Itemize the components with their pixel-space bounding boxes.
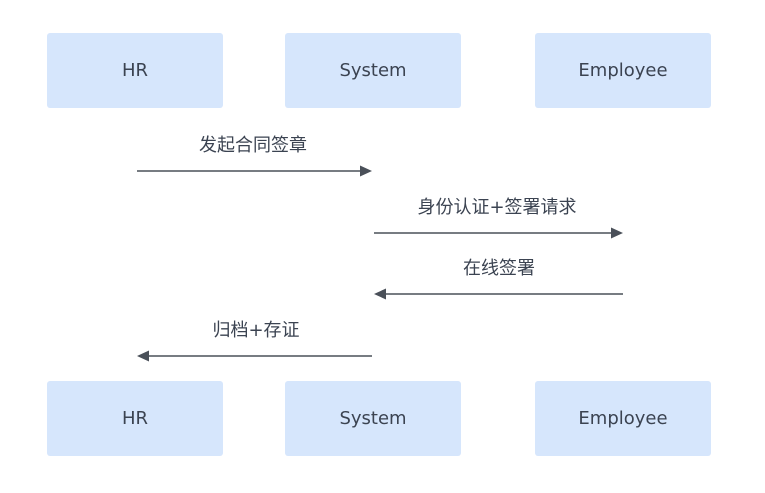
participant-label: System: [339, 60, 407, 81]
participant-hr-top: HR: [47, 33, 223, 108]
participant-hr-bottom: HR: [47, 381, 223, 456]
message-label-initiate-signing: 发起合同签章: [199, 135, 307, 156]
participant-label: System: [339, 408, 407, 429]
message-label-archive-evidence: 归档+存证: [212, 320, 300, 341]
participant-employee-bottom: Employee: [535, 381, 711, 456]
participant-label: HR: [121, 408, 149, 429]
message-label-auth-sign-request: 身份认证+签署请求: [417, 197, 577, 218]
participant-label: Employee: [578, 408, 668, 429]
participant-system-top: System: [285, 33, 461, 108]
arrowhead: [360, 165, 372, 177]
arrowhead: [137, 350, 149, 362]
participant-label: HR: [121, 60, 149, 81]
arrowhead: [374, 288, 386, 300]
participant-employee-top: Employee: [535, 33, 711, 108]
arrowhead: [611, 227, 623, 239]
participant-label: Employee: [578, 60, 668, 81]
message-label-online-signing: 在线签署: [463, 258, 535, 279]
participant-system-bottom: System: [285, 381, 461, 456]
